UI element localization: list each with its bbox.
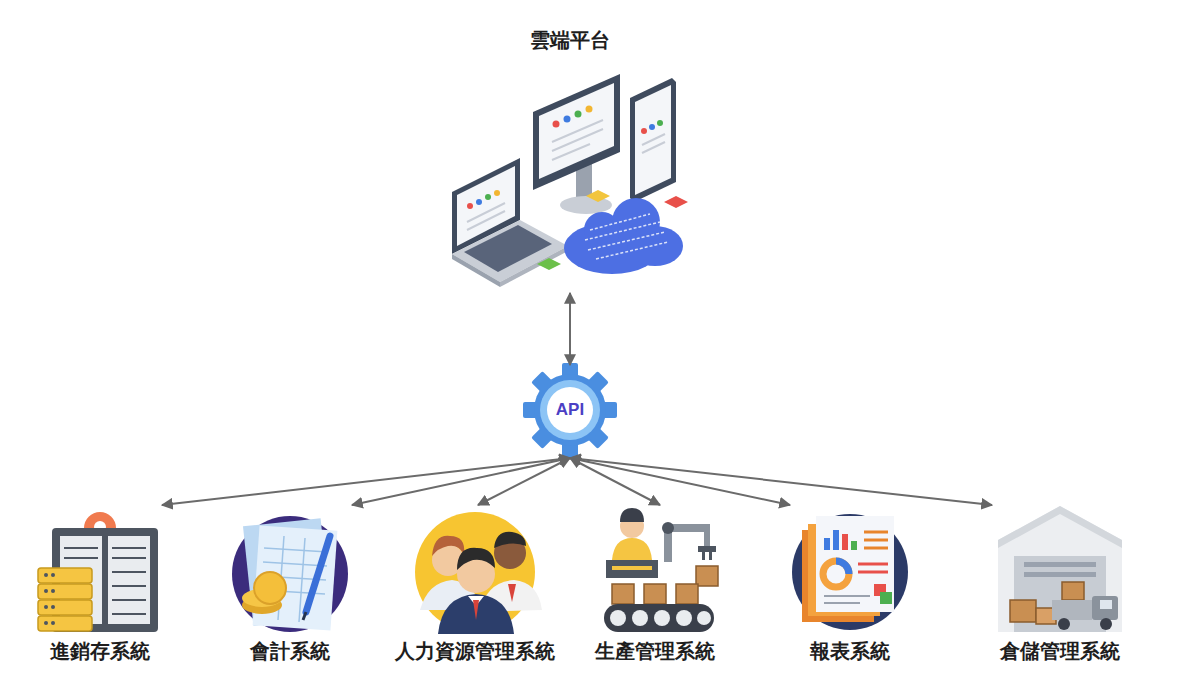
system-label: 倉儲管理系統 bbox=[1000, 639, 1120, 663]
system-node: 報表系統 bbox=[785, 505, 915, 665]
connector-arrow bbox=[162, 458, 570, 505]
inventory-icon bbox=[38, 512, 158, 632]
system-node: 倉儲管理系統 bbox=[995, 505, 1125, 665]
connector-arrow bbox=[570, 458, 790, 505]
connector-arrow bbox=[478, 458, 570, 505]
warehouse-icon bbox=[998, 506, 1122, 632]
system-label: 人力資源管理系統 bbox=[395, 639, 555, 663]
system-label: 會計系統 bbox=[250, 639, 330, 663]
system-node: 會計系統 bbox=[225, 505, 355, 665]
report-icon bbox=[792, 514, 908, 630]
accounting-icon bbox=[232, 516, 348, 632]
connector-arrow bbox=[570, 458, 992, 505]
cloud-platform: 雲端平台 bbox=[430, 28, 710, 290]
connector-arrow bbox=[570, 458, 660, 505]
system-node: 人力資源管理系統 bbox=[390, 505, 560, 665]
connector-arrow bbox=[569, 293, 571, 365]
gear-label: API bbox=[556, 400, 584, 420]
api-gateway: API bbox=[525, 365, 615, 455]
api-gear bbox=[523, 363, 617, 457]
system-label: 進銷存系統 bbox=[50, 639, 150, 663]
system-label: 報表系統 bbox=[810, 639, 890, 663]
hr-icon bbox=[415, 512, 542, 634]
system-label: 生產管理系統 bbox=[595, 639, 715, 663]
platform-heading: 雲端平台 bbox=[530, 28, 610, 52]
system-node: 進銷存系統 bbox=[35, 505, 165, 665]
cloud-platform-art bbox=[452, 74, 688, 287]
system-node: 生產管理系統 bbox=[590, 505, 720, 665]
connector-arrow bbox=[352, 458, 570, 505]
production-icon bbox=[604, 508, 718, 632]
